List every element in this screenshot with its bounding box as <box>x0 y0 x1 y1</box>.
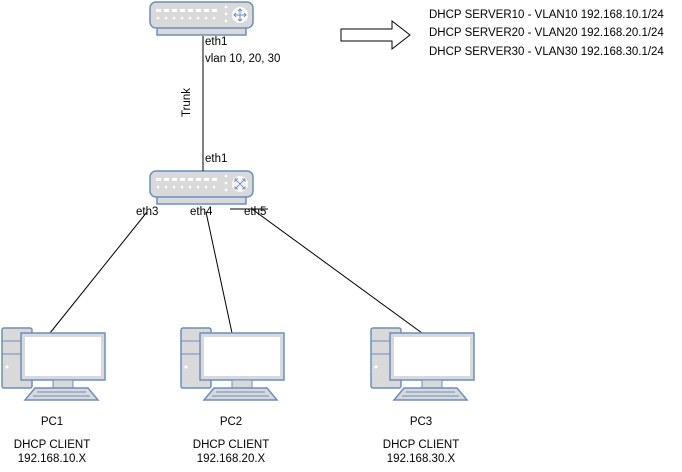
pc-role: DHCP CLIENT <box>14 439 90 451</box>
pc2[interactable]: PC2 DHCP CLIENT 192.168.20.X <box>180 327 285 465</box>
computer-icon <box>1 327 106 401</box>
switch-icon <box>234 178 246 190</box>
pc-name: PC3 <box>410 416 432 428</box>
router-vlan-label: vlan 10, 20, 30 <box>205 53 280 65</box>
switch-port-eth3: eth3 <box>136 206 158 218</box>
switch-port-eth4: eth4 <box>190 206 213 218</box>
pc1[interactable]: PC1 DHCP CLIENT 192.168.10.X <box>1 327 106 465</box>
pc-name: PC2 <box>220 416 242 428</box>
pc-role: DHCP CLIENT <box>193 439 269 451</box>
trunk-label: Trunk <box>181 88 193 117</box>
switch-uplink-label: eth1 <box>205 153 227 165</box>
pc-ip: 192.168.30.X <box>387 453 456 465</box>
link-pc1 <box>49 211 148 334</box>
switch[interactable] <box>149 170 254 205</box>
dhcp-server-30: DHCP SERVER30 - VLAN30 192.168.30.1/24 <box>429 46 664 58</box>
pc3[interactable]: PC3 DHCP CLIENT 192.168.30.X <box>370 327 475 465</box>
dhcp-server-10: DHCP SERVER10 - VLAN10 192.168.10.1/24 <box>429 9 664 21</box>
computer-icon <box>370 327 475 401</box>
pc-ip: 192.168.20.X <box>197 453 266 465</box>
link-pc3 <box>251 208 423 334</box>
computer-icon <box>180 327 285 401</box>
router-port-label: eth1 <box>205 36 227 48</box>
switch-port-eth5: eth5 <box>244 206 266 218</box>
link-pc2 <box>205 211 233 334</box>
arrow-icon <box>340 19 411 51</box>
pc-ip: 192.168.10.X <box>18 453 87 465</box>
dhcp-server-20: DHCP SERVER20 - VLAN20 192.168.20.1/24 <box>429 27 664 39</box>
router[interactable] <box>149 1 254 36</box>
pc-name: PC1 <box>41 416 63 428</box>
router-icon <box>233 8 247 22</box>
pc-role: DHCP CLIENT <box>383 439 459 451</box>
